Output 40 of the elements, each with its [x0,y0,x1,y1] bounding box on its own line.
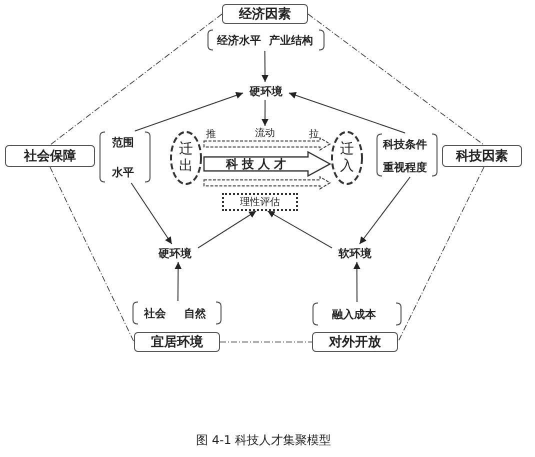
factor-box: 经济因素 [222,4,308,24]
flow-label: 推 [206,128,216,141]
arrow [262,50,269,82]
arrow [353,262,360,302]
arrow [288,92,406,134]
factor-label: 社会 [144,306,166,321]
flow-label: 流动 [252,126,278,140]
environment-label: 硬环境 [152,244,198,262]
evaluation-box: 理性评估 [222,193,298,211]
factor-label: 经济水平 [217,33,261,48]
flow-label: 拉 [309,128,319,141]
environment-label: 软环境 [332,244,378,262]
factor-label: 融入成本 [332,307,376,322]
arrow [174,262,182,302]
arrow [134,92,244,132]
arrow [130,182,172,244]
flow-arrow [204,176,331,190]
caption: 图 4-1 科技人才集聚模型 [196,432,332,449]
factor-label: 重视程度 [383,160,427,175]
factor-label: 产业结构 [269,33,313,48]
dash-dot-line [308,14,484,146]
arrow [267,210,332,248]
migration-ellipse: 迁入 [331,131,363,185]
dash-dot-line [50,14,222,146]
migration-ellipse: 迁出 [170,131,202,185]
factor-label: 范围 [112,135,134,150]
factor-box: 科技因素 [442,145,522,167]
arrow [262,100,269,126]
environment-label: 硬环境 [243,82,289,100]
factor-label: 自然 [184,306,206,321]
dash-dot-line [398,166,484,342]
factor-box: 宜居环境 [134,332,220,352]
factor-label: 水平 [112,165,134,180]
factor-box: 社会保障 [5,145,95,167]
flow-arrow [204,137,331,151]
arrow [198,210,257,248]
arrow [359,176,411,244]
factor-box: 对外开放 [312,332,398,352]
factor-label: 科技条件 [383,137,427,152]
dash-dot-line [50,166,134,342]
